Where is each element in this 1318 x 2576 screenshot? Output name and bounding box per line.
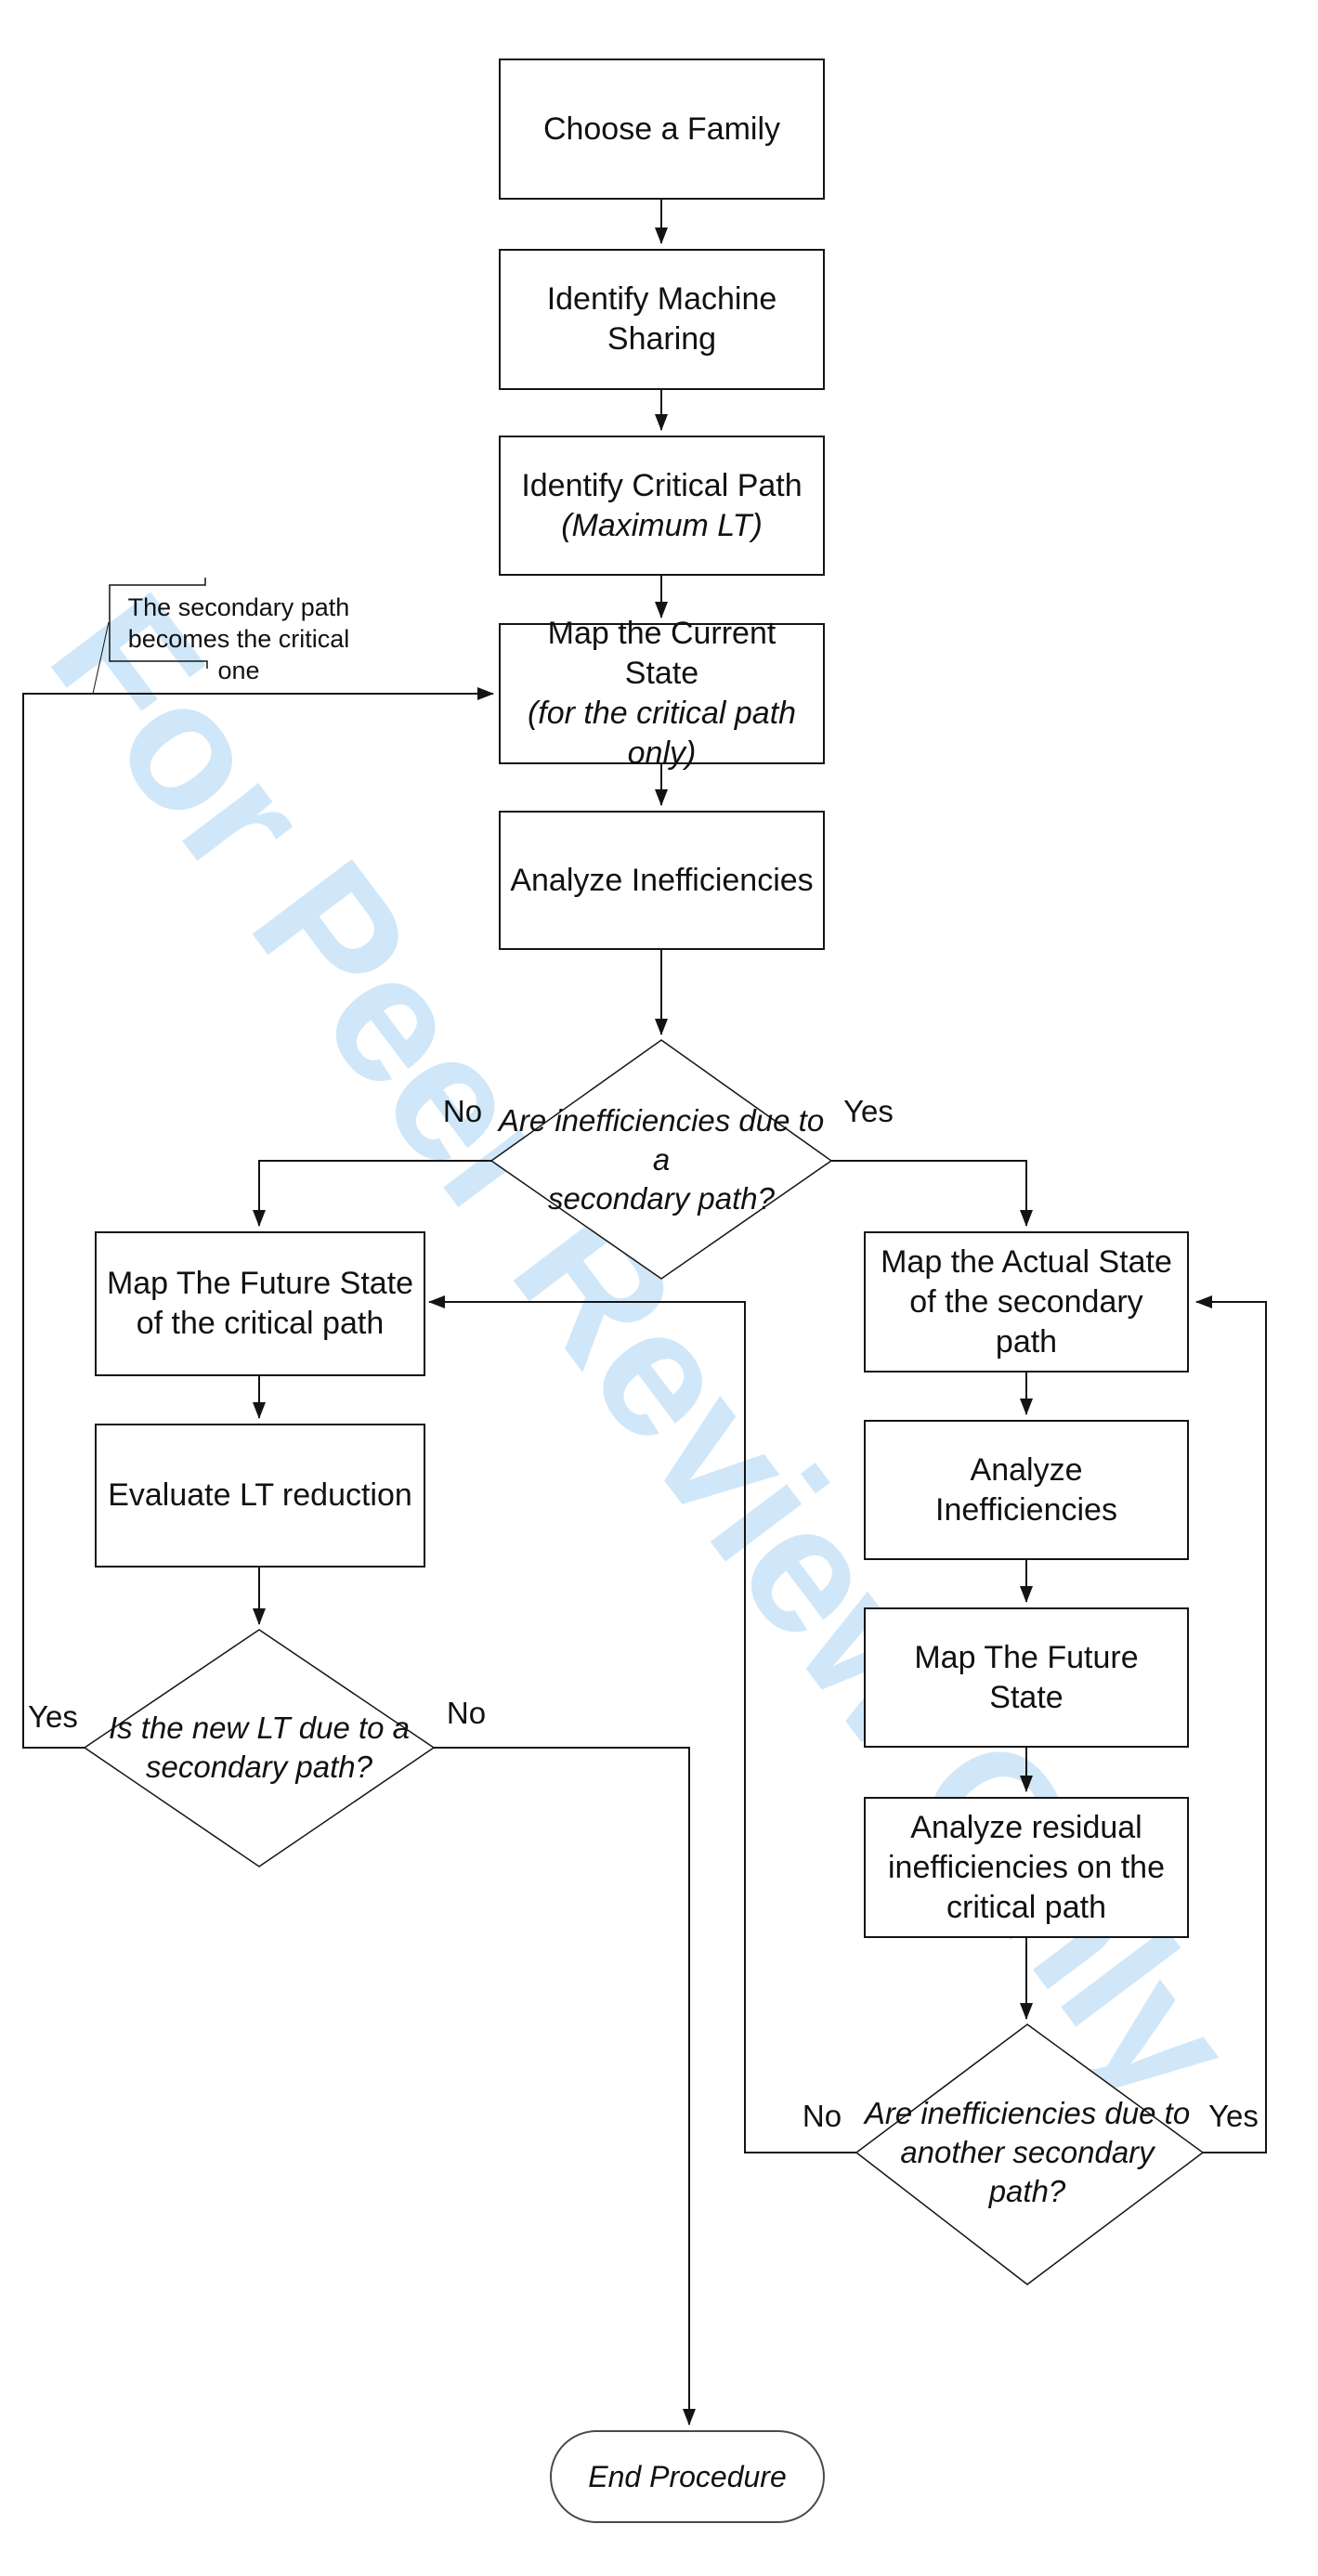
node-label: Analyze residual inefficiencies on the c… — [887, 1809, 1165, 1925]
node-end-procedure: End Procedure — [550, 2430, 825, 2523]
node-map-future-state: Map The Future State — [864, 1607, 1189, 1748]
node-label: Choose a Family — [542, 111, 781, 147]
node-label: Evaluate LT reduction — [108, 1477, 412, 1513]
node-map-actual-state-secondary: Map the Actual State of the secondary pa… — [864, 1231, 1189, 1373]
annotation-bracket — [109, 578, 208, 669]
annotation-leader-line — [92, 621, 110, 695]
node-label: Map The Future State of the critical pat… — [106, 1266, 414, 1341]
node-evaluate-lt-reduction: Evaluate LT reduction — [95, 1424, 425, 1568]
node-label: Map the Actual State of the secondary pa… — [881, 1243, 1172, 1360]
node-label: End Procedure — [588, 2459, 787, 2493]
node-identify-machine-sharing: Identify Machine Sharing — [499, 249, 825, 390]
edge-decision1-yes — [831, 1160, 1033, 1227]
node-label: Identify Machine Sharing — [546, 281, 777, 357]
node-map-current-state: Map the Current State (for the critical … — [499, 616, 825, 771]
node-analyze-residual: Analyze residual inefficiencies on the c… — [864, 1797, 1189, 1938]
edge-decision1-no — [253, 1160, 491, 1227]
node-choose-family: Choose a Family — [499, 59, 825, 200]
node-label: Map The Future State — [914, 1639, 1139, 1715]
decision1-yes-label: Yes — [843, 1094, 894, 1128]
node-map-future-state-critical: Map The Future State of the critical pat… — [95, 1231, 425, 1376]
edge-decision2-no-to-end — [434, 1747, 696, 2426]
node-label: Identify Critical Path (Maximum LT) — [521, 467, 803, 543]
node-analyze-inefficiencies: Analyze Inefficiencies — [499, 811, 825, 950]
node-sublabel: (Maximum LT) — [561, 507, 763, 543]
node-identify-critical-path: Identify Critical Path (Maximum LT) — [499, 436, 825, 576]
decision-diamond-secondary-path — [489, 1039, 833, 1280]
edge-decision3-yes-loop — [1195, 1295, 1267, 2153]
node-label: Map the Current State (for the critical … — [527, 616, 797, 771]
node-label: Analyze Inefficiencies — [510, 862, 814, 898]
node-label: Analyze Inefficiencies — [935, 1451, 1117, 1528]
edge-decision3-no-loop — [428, 1295, 856, 2153]
decision-diamond-new-lt — [83, 1629, 436, 1867]
node-sublabel: (for the critical path only) — [527, 696, 797, 771]
node-analyze-inefficiencies-2: Analyze Inefficiencies — [864, 1420, 1189, 1560]
decision2-no-label: No — [446, 1696, 487, 1730]
decision3-no-label: No — [802, 2099, 842, 2133]
decision-diamond-another-secondary — [855, 2023, 1205, 2285]
decision2-yes-label: Yes — [28, 1699, 78, 1734]
decision1-no-label: No — [442, 1094, 483, 1128]
decision3-yes-label: Yes — [1208, 2099, 1259, 2133]
edge-decision2-yes-loop — [22, 687, 494, 1749]
